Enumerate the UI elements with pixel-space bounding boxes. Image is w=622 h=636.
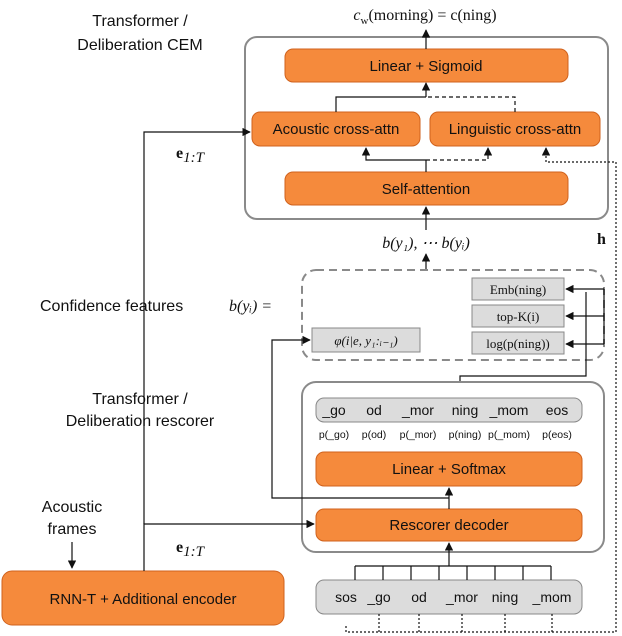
logp-feature [471, 331, 565, 355]
e-label-top: e1:T [176, 145, 206, 166]
input-token: od [411, 589, 427, 605]
rescorer-decoder-label: Rescorer decoder [389, 517, 508, 534]
linguistic-cross-attn-label: Linguistic cross-attn [449, 121, 582, 138]
h-label: h [597, 231, 606, 248]
arrow-encoder-to-acoustic-attn [143, 127, 251, 524]
output-token: _go [321, 402, 346, 418]
output-token: od [366, 402, 382, 418]
prob-token: p(eos) [542, 429, 572, 441]
arrow-self-to-linguistic [426, 147, 493, 161]
acoustic-frames-line1: Acoustic [42, 499, 102, 516]
rescorer-title-line2: Deliberation rescorer [66, 413, 215, 430]
prob-token: p(_mom) [488, 429, 530, 441]
e-label-bottom: e1:T [176, 539, 206, 560]
phi-feature-label: φ(i|e, y₁:ᵢ₋₁) [334, 333, 397, 348]
input-token: _go [366, 589, 391, 605]
prob-token: p(_go) [319, 429, 349, 441]
linear-sigmoid-label: Linear + Sigmoid [370, 58, 483, 75]
logp-feature-label: log(p(ning)) [486, 336, 550, 351]
input-arrows [354, 542, 553, 632]
input-token: sos [335, 589, 357, 605]
belief-equation: b(yᵢ) = [229, 298, 272, 315]
arrow-self-to-acoustic [361, 147, 426, 161]
input-tokens: sos _go od _mor ning _mom [335, 589, 571, 605]
input-token: _mom [532, 589, 572, 605]
emb-feature [471, 277, 565, 301]
acoustic-frames-line2: frames [48, 521, 97, 538]
linear-softmax-block [315, 451, 583, 487]
topk-feature-label: top-K(i) [497, 309, 540, 324]
output-tokens: _go od _mor ning _mom eos [321, 402, 568, 418]
output-token: ning [452, 402, 478, 418]
output-equation: cw(morning) = c(ning) [353, 7, 496, 27]
input-tokens-box [315, 579, 583, 615]
input-token: ning [492, 589, 518, 605]
cem-title-line2: Deliberation CEM [77, 37, 202, 54]
rnnt-encoder-block [1, 570, 285, 626]
emb-feature-label: Emb(ning) [490, 282, 546, 297]
arrow-decoder-to-phi [271, 335, 449, 499]
prob-token: p(od) [362, 429, 387, 441]
prob-token: p(ning) [449, 429, 482, 441]
belief-sequence: b(y₁), ⋯ b(yᵢ) [382, 235, 470, 252]
phi-feature [311, 327, 421, 353]
output-tokens-box [315, 397, 583, 423]
cem-title-line1: Transformer / [92, 13, 188, 30]
confidence-features-label: Confidence features [40, 298, 183, 315]
prob-tokens: p(_go) p(od) p(_mor) p(ning) p(_mom) p(eos) [319, 429, 572, 441]
input-token: _mor [445, 589, 478, 605]
output-token: _mor [401, 402, 434, 418]
arrow-linguistic-to-linear [426, 96, 516, 112]
self-attention-label: Self-attention [382, 181, 470, 198]
output-token: eos [546, 402, 569, 418]
rnnt-encoder-label: RNN-T + Additional encoder [50, 591, 237, 608]
prob-token: p(_mor) [400, 429, 437, 441]
arrow-hidden-to-linguistic [345, 147, 617, 633]
topk-feature [471, 304, 565, 328]
arrow-acoustic-to-linear [335, 96, 426, 112]
output-token: _mom [489, 402, 529, 418]
rescorer-title-line1: Transformer / [92, 391, 188, 408]
arrow-encoder-to-decoder [143, 519, 315, 571]
acoustic-cross-attn-label: Acoustic cross-attn [273, 121, 400, 138]
linear-softmax-label: Linear + Softmax [392, 461, 506, 478]
